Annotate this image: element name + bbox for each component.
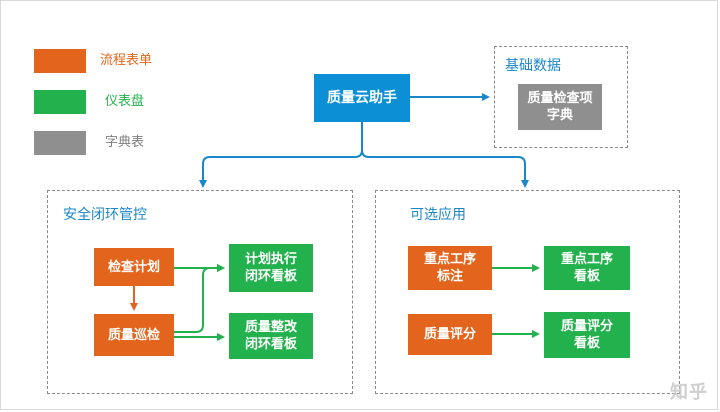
connector-root-to-optional-apps [361,149,529,188]
group-optional-apps [375,190,680,394]
group-title-safety-loop: 安全闭环管控 [63,207,147,223]
node-rectification-dashboard: 质量整改 闭环看板 [229,313,313,359]
node-plan-execution-dashboard: 计划执行 闭环看板 [229,244,313,292]
node-key-process-mark: 重点工序 标注 [408,246,492,290]
connector-patrol-to-plan-dashboard [174,264,225,333]
node-quality-cloud-assistant: 质量云助手 [314,74,410,122]
legend-swatch-dashboard [34,90,86,114]
node-quality-check-dictionary: 质量检查项 字典 [518,84,602,130]
watermark: 知乎 [670,382,708,403]
node-quality-score: 质量评分 [408,314,492,355]
legend-swatch-flow-form [34,49,86,73]
legend-swatch-dictionary [34,131,86,155]
connector-root-to-safety-loop [199,121,363,188]
group-title-optional-apps: 可选应用 [410,207,466,223]
node-quality-patrol: 质量巡检 [94,314,174,356]
group-basic-data [494,46,628,148]
group-title-basic-data: 基础数据 [505,58,561,74]
legend-label-dictionary: 字典表 [105,135,145,150]
node-quality-score-board: 质量评分 看板 [544,312,630,358]
legend-label-flow-form: 流程表单 [100,53,153,68]
group-safety-loop [47,190,353,394]
legend-label-dashboard: 仪表盘 [105,94,145,109]
node-key-process-board: 重点工序 看板 [544,246,630,290]
node-inspection-plan: 检查计划 [94,248,174,286]
